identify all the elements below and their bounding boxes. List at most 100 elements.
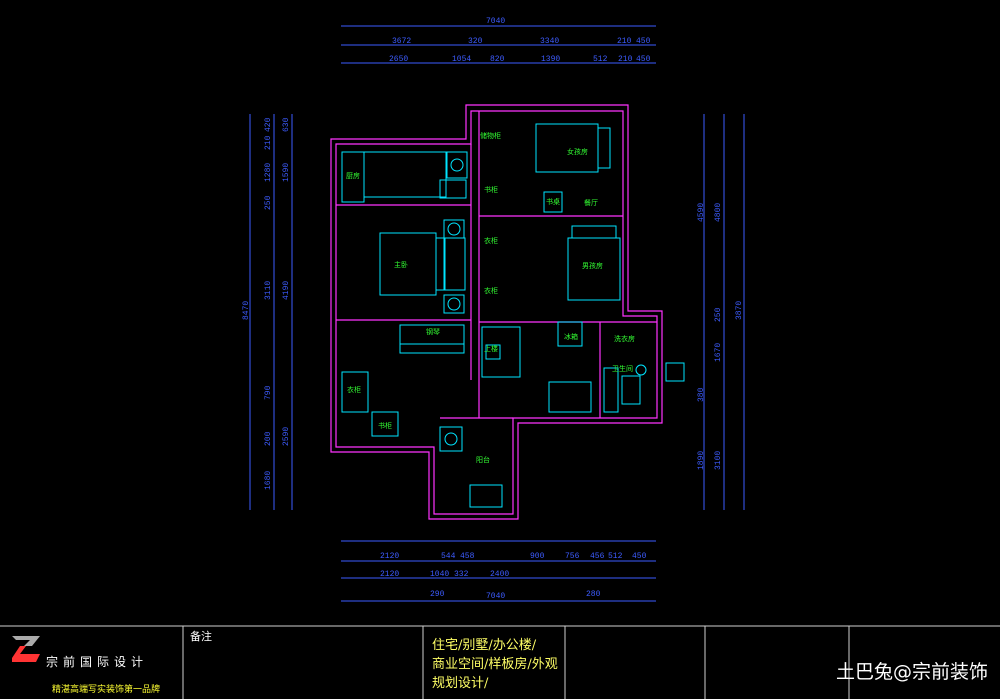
dining-table (481, 326, 521, 378)
dim-left-8: 1680 (264, 471, 273, 490)
room-label-boy: 男孩房 (582, 261, 603, 270)
room-label-dining: 餐厅 (584, 198, 598, 207)
outer-wall (330, 104, 663, 520)
dimension-lines (249, 25, 745, 602)
room-label-entry: 上楼 (484, 344, 498, 353)
dim-bottom-12: 2400 (490, 570, 509, 579)
dim-bottom-6: 456 (590, 552, 605, 561)
lamp-icon (447, 297, 461, 311)
kitchen-counter (363, 151, 447, 198)
dimension-text: 7040 3672 320 3340 210 450 2650 1054 820… (380, 17, 651, 601)
dimension-text-vertical: 420 210 1280 250 3110 790 200 1680 630 1… (242, 117, 744, 490)
dim-bottom-total: 7040 (486, 592, 505, 601)
cabinet (548, 381, 592, 413)
dim-bottom-2: 544 (441, 552, 456, 561)
brand-name: 宗前国际设计 (46, 655, 149, 669)
lamp-icon (447, 222, 461, 236)
furniture (341, 123, 685, 508)
dim-left-7: 200 (264, 431, 273, 446)
dim-top-4: 210 (617, 37, 632, 46)
brand-subtitle: 精湛高端写实装饰第一品牌 (52, 685, 161, 695)
dim-left-4: 250 (264, 195, 273, 210)
dim-right-2: 250 (714, 307, 723, 322)
master-pillow (435, 237, 445, 291)
dim-bottom-11: 332 (454, 570, 469, 579)
boy-pillow (571, 225, 617, 239)
service-line: 规划设计/ (432, 676, 489, 691)
master-bed (379, 232, 437, 296)
dim-bottom-8: 450 (632, 552, 647, 561)
dim-left-2: 210 (264, 135, 273, 150)
service-line: 住宅/别墅/办公楼/ (432, 638, 537, 653)
dim-bottom-14: 280 (586, 590, 601, 599)
dim-top-2: 320 (468, 37, 483, 46)
dim-left-total: 8470 (242, 301, 251, 320)
dim-left-3: 1280 (264, 163, 273, 182)
dim-right-7: 3100 (714, 451, 723, 470)
dim-bottom-10: 1040 (430, 570, 449, 579)
watermark: 土巴兔@宗前装饰 (835, 661, 988, 683)
closet (341, 371, 369, 413)
service-line: 商业空间/样板房/外观 (432, 657, 558, 672)
piano (399, 324, 465, 354)
brand-logo (12, 636, 40, 662)
room-label-balcony: 阳台 (476, 455, 490, 464)
dim-top-6: 2650 (389, 55, 408, 64)
dim-right-5: 1890 (697, 451, 706, 470)
desk (543, 191, 563, 213)
room-label-kitchen: 厨房 (346, 171, 360, 180)
notes-title: 备注 (190, 630, 212, 643)
dim-right-total: 3870 (735, 301, 744, 320)
services-list: 住宅/别墅/办公楼/ 商业空间/样板房/外观 规划设计/ (432, 636, 562, 693)
dim-bottom-9: 2120 (380, 570, 399, 579)
wc (621, 375, 641, 405)
dim-right-3: 1670 (714, 343, 723, 362)
room-labels: 主卧 女孩房 男孩房 厨房 卫生间 洗衣房 储物柜 餐厅 阳台 冰箱 上楼 钢琴… (346, 131, 635, 464)
dim-top-12: 450 (636, 55, 651, 64)
dim-bottom-13: 290 (430, 590, 445, 599)
dim-top-8: 820 (490, 55, 505, 64)
dim-top-5: 450 (636, 37, 651, 46)
room-label-cabinet3: 衣柜 (347, 385, 361, 394)
shower (603, 367, 619, 413)
dim-left-11: 4190 (282, 281, 291, 300)
dim-top-10: 512 (593, 55, 608, 64)
room-label-piano: 钢琴 (426, 327, 440, 336)
room-label-desk: 书桌 (546, 197, 560, 206)
dim-top-9: 1390 (541, 55, 560, 64)
dim-left-6: 790 (264, 385, 273, 400)
dim-right-1: 4590 (697, 203, 706, 222)
dim-bottom-1: 2120 (380, 552, 399, 561)
room-label-bath: 卫生间 (612, 364, 633, 373)
room-label-cabinet2: 衣柜 (484, 286, 498, 295)
dim-top-7: 1054 (452, 55, 471, 64)
side-box (665, 362, 685, 382)
dim-bottom-5: 756 (565, 552, 580, 561)
dim-top-total: 7040 (486, 17, 505, 26)
room-label-laundry: 洗衣房 (614, 334, 635, 343)
nightstand (443, 294, 465, 314)
dim-left-5: 3110 (264, 281, 273, 300)
room-label-cabinet1: 衣柜 (484, 236, 498, 245)
dim-top-1: 3672 (392, 37, 411, 46)
dim-left-12: 2590 (282, 427, 291, 446)
basin (635, 364, 647, 376)
room-label-fridge: 冰箱 (564, 332, 578, 341)
dim-left-1: 420 (264, 117, 273, 132)
dim-left-10: 1590 (282, 163, 291, 182)
room-label-daughter: 女孩房 (567, 147, 588, 156)
dim-left-9: 630 (282, 117, 291, 132)
dim-right-4: 380 (697, 387, 706, 402)
sink-bowl (450, 158, 464, 172)
wardrobe (444, 237, 466, 291)
closet (371, 411, 399, 437)
walls (330, 104, 663, 520)
room-label-bookcase: 书柜 (484, 185, 498, 194)
stove (439, 179, 467, 199)
sink (446, 151, 468, 179)
dim-bottom-7: 512 (608, 552, 623, 561)
fridge (557, 321, 583, 347)
dim-top-3: 3340 (540, 37, 559, 46)
room-label-dressing: 书柜 (378, 421, 392, 430)
washer (469, 484, 503, 508)
